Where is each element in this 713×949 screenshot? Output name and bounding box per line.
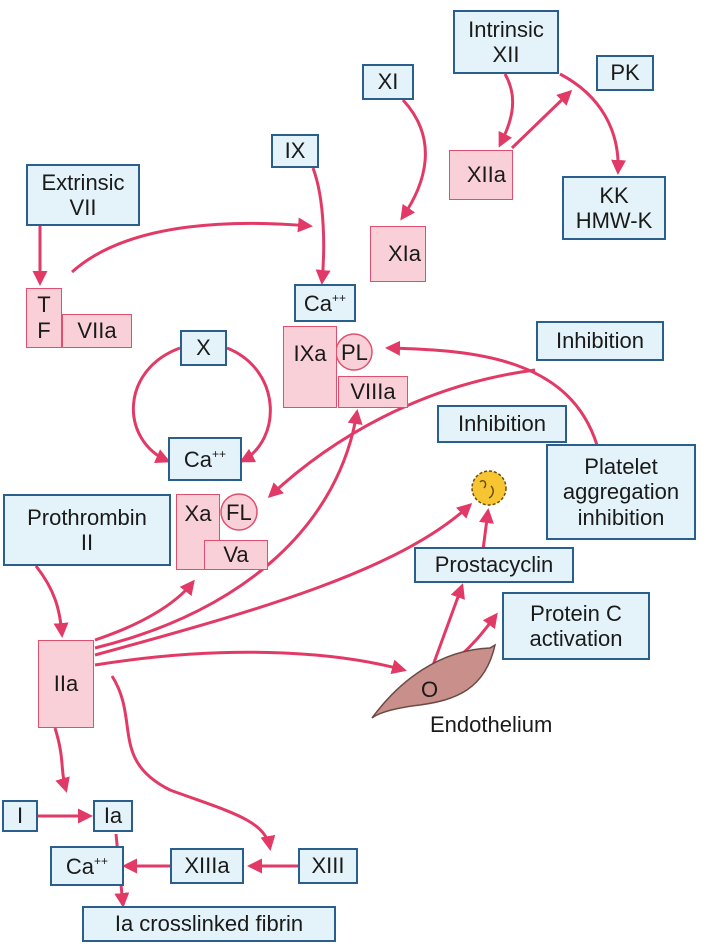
extrinsic-label: Extrinsic (41, 169, 125, 195)
arrow-xiia-to-pk (510, 89, 573, 150)
factor-viia: VIIa (62, 314, 132, 348)
xia-label: XIa (387, 241, 421, 266)
box-ca-mid: Ca++ (168, 437, 242, 481)
factor-va: Va (204, 540, 268, 570)
arrow-iia-to-ia (53, 727, 70, 793)
ixa-label: IXa (293, 341, 327, 366)
xiii-label: XIII (311, 853, 345, 879)
box-xiiia: XIIIa (170, 848, 244, 884)
pl-label: PL (341, 340, 368, 365)
vii-label: VII (69, 195, 97, 220)
box-protein-c: Protein C activation (502, 592, 650, 660)
arrow-prostacyclin-to-platelet (479, 508, 494, 551)
hmwk-label: HMW-K (575, 208, 653, 233)
endothelium-label: Endothelium (430, 712, 553, 737)
platelet-label: Platelet (584, 454, 658, 480)
fl-label: FL (226, 500, 252, 525)
box-x: X (180, 330, 227, 366)
fl-circle (220, 493, 258, 531)
arrow-inhibition-to-pl (385, 340, 599, 446)
ca-top-sup: ++ (332, 291, 347, 305)
xii-label: XII (492, 42, 520, 67)
ca-mid-label: Ca (183, 447, 213, 472)
x-label: X (196, 335, 211, 361)
box-i: I (2, 800, 38, 832)
o-label: O (421, 677, 439, 702)
protein-c-label: Protein C (530, 600, 622, 626)
ca-bottom-label: Ca (65, 854, 95, 879)
ca-mid-sup: ++ (212, 447, 227, 461)
arrow-endothelium-to-prostacyclin (430, 583, 465, 669)
box-pk: PK (596, 55, 654, 91)
kk-label: KK (599, 182, 629, 208)
box-inhibition-2: Inhibition (437, 405, 567, 443)
arrow-xii-to-xiia (498, 73, 515, 148)
factor-xiia: XIIa (449, 150, 513, 200)
f-label: F (37, 318, 51, 343)
intrinsic-label: Intrinsic (468, 16, 544, 42)
box-ca-top: Ca++ (294, 284, 356, 322)
ix-label: IX (284, 138, 306, 164)
box-inhibition-1: Inhibition (536, 321, 664, 361)
platelet-icon (471, 470, 507, 506)
box-prostacyclin: Prostacyclin (414, 547, 574, 583)
viia-label: VIIa (77, 318, 117, 343)
ia-label: Ia (103, 803, 123, 829)
arrow-iia-to-xiii (110, 675, 276, 851)
prostacyclin-label: Prostacyclin (434, 552, 554, 578)
arrow-xii-to-kk (559, 72, 627, 175)
factor-viiia: VIIIa (338, 376, 408, 408)
xi-label: XI (377, 69, 399, 95)
arrow-iia-to-viiia (94, 409, 363, 650)
arrow-x-to-ca-left (132, 346, 181, 464)
crosslinked-label: Ia crosslinked fibrin (114, 911, 304, 937)
factor-tf: T F (26, 288, 62, 348)
aggregation-label: aggregation (562, 479, 680, 505)
t-label: T (37, 292, 51, 317)
ii-label: II (80, 530, 94, 555)
box-xi: XI (362, 64, 414, 100)
box-crosslinked-fibrin: Ia crosslinked fibrin (82, 906, 336, 942)
box-extrinsic-vii: Extrinsic VII (26, 164, 140, 226)
arrow-ix-to-ca (311, 167, 331, 285)
prothrombin-label: Prothrombin (27, 504, 147, 530)
i-label: I (16, 803, 24, 829)
box-xiii: XIII (298, 848, 358, 884)
factor-xia: XIa (370, 226, 426, 282)
viiia-label: VIIIa (350, 379, 396, 404)
factor-ixa: IXa (283, 326, 337, 408)
endothelium-cell (371, 643, 497, 719)
box-prothrombin-ii: Prothrombin II (3, 494, 171, 566)
box-kk-hmwk: KK HMW-K (562, 176, 666, 240)
box-platelet-inhibition: Platelet aggregation inhibition (546, 444, 696, 540)
activation-label: activation (529, 626, 623, 651)
ca-top-label: Ca (303, 291, 333, 316)
factor-iia: IIa (38, 640, 94, 728)
arrow-iia-to-platelet (94, 502, 473, 657)
xiia-label: XIIa (466, 162, 506, 187)
inhibition-3-label: inhibition (577, 504, 665, 530)
arrow-iia-to-endothelium (94, 650, 407, 675)
arrow-tf-to-ca (70, 217, 313, 274)
xiiia-label: XIIIa (184, 853, 230, 879)
box-ca-bottom: Ca++ (50, 846, 124, 886)
iia-label: IIa (53, 671, 79, 696)
ca-bottom-sup: ++ (94, 854, 109, 868)
arrow-x-to-ca-right (226, 346, 272, 463)
va-label: Va (223, 542, 249, 567)
arrow-iia-to-xa (94, 579, 195, 642)
inhibition-2-label: Inhibition (457, 411, 547, 437)
xa-label: Xa (184, 501, 212, 526)
arrow-prothrombin-to-iia (34, 565, 69, 638)
box-ix: IX (271, 134, 319, 168)
arrow-inhibition-to-fl (267, 368, 536, 499)
arrow-xi-to-xia (400, 98, 427, 221)
pk-label: PK (610, 60, 640, 86)
box-ia: Ia (93, 800, 133, 832)
inhibition-1-label: Inhibition (555, 328, 645, 354)
box-intrinsic-xii: Intrinsic XII (453, 10, 559, 74)
